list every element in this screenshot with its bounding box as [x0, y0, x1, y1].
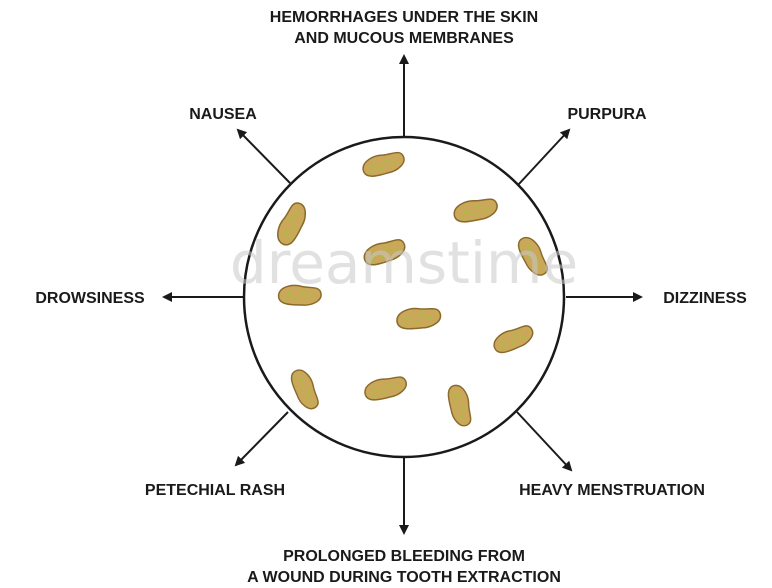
arrow-bottom-left	[236, 412, 288, 465]
label-top-left: NAUSEA	[189, 106, 257, 123]
label-top-line-1: HEMORRHAGES UNDER THE SKIN	[270, 9, 538, 26]
label-top-line-2: AND MUCOUS MEMBRANES	[294, 30, 514, 47]
arrow-top-right	[518, 130, 569, 185]
label-bottom-left: PETECHIAL RASH	[145, 482, 285, 499]
label-bottom-line-2: A WOUND DURING TOOTH EXTRACTION	[247, 569, 561, 586]
watermark: dreamstime	[230, 229, 578, 297]
label-bottom-line-1: PROLONGED BLEEDING FROM	[283, 548, 525, 565]
platelet-cells-circle-icon	[244, 137, 564, 457]
arrow-bottom-right	[517, 412, 571, 470]
label-left: DROWSINESS	[35, 290, 145, 307]
label-top-right: PURPURA	[567, 106, 647, 123]
label-bottom-right: HEAVY MENSTRUATION	[519, 482, 705, 499]
label-right: DIZZINESS	[663, 290, 747, 307]
arrow-top-left	[238, 130, 290, 183]
